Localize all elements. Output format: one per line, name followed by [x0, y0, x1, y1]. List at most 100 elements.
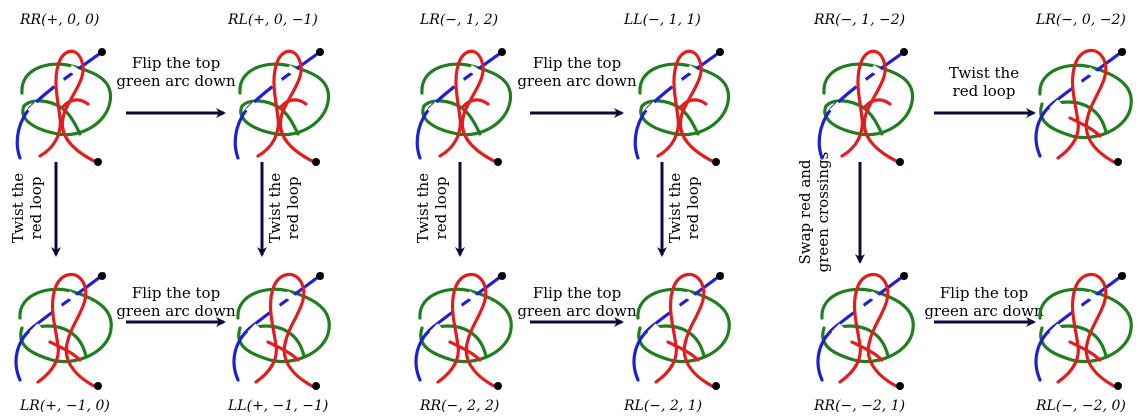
blue-strand: [232, 272, 324, 382]
diagram-label-ll-bottom-right: LL(+, −1, −1): [227, 398, 328, 414]
green-strand: [236, 287, 331, 364]
strand-endpoint: [498, 272, 506, 280]
red-strand: [840, 49, 900, 164]
crossing-gap: [870, 64, 884, 78]
red-strand: [436, 272, 496, 388]
blue-strand: [1034, 48, 1126, 158]
crossing-gap: [1086, 290, 1100, 304]
caption-twist-line2: red loop: [284, 177, 302, 240]
green-strand: [18, 287, 113, 364]
caption-flip-line1: Flip the top: [533, 54, 621, 72]
caption-twist-line2: red loop: [27, 177, 45, 240]
knot-diagram: [414, 272, 513, 390]
green-strand: [1038, 63, 1133, 140]
caption-flip-line1: Flip the top: [132, 54, 220, 72]
red-strand: [1056, 272, 1116, 388]
knot-diagram: [415, 48, 513, 166]
strand-endpoint: [1114, 382, 1122, 390]
strand-endpoint: [1118, 48, 1126, 56]
red-strand: [656, 49, 716, 164]
knot-diagram: [1034, 48, 1133, 166]
crossing-gap: [868, 290, 882, 304]
strand-endpoint: [716, 48, 724, 56]
caption-twist-line1: Twist the: [414, 173, 432, 243]
red-strand: [678, 98, 708, 110]
strand-endpoint: [98, 272, 106, 280]
caption-swap-line2: green crossings: [814, 152, 832, 273]
crossing-gap: [468, 64, 482, 78]
green-strand: [20, 62, 113, 137]
blue-strand: [414, 272, 506, 382]
caption-twist-line2: red loop: [432, 177, 450, 240]
blue-strand: [1034, 272, 1126, 382]
strand-endpoint: [494, 158, 502, 166]
red-strand: [254, 272, 314, 388]
diagram-label-rr-top-left: RR(+, 0, 0): [19, 12, 99, 28]
strand-endpoint: [94, 158, 102, 166]
red-strand: [654, 272, 714, 388]
red-strand: [48, 340, 82, 362]
crossing-gap: [286, 64, 300, 78]
crossing-gap: [284, 290, 298, 304]
strand-endpoint: [98, 48, 106, 56]
caption-twist-line1: Twist the: [9, 173, 27, 243]
diagram-label-ll-top-right: LL(−, 1, 1): [623, 12, 701, 28]
diagram-label-lr-bottom-left: LR(+, −1, 0): [19, 398, 110, 414]
strand-endpoint: [316, 48, 324, 56]
diagram-label-rl-bottom-right: RL(−, 2, 1): [623, 398, 702, 414]
strand-endpoint: [1118, 272, 1126, 280]
crossing-gap: [684, 290, 698, 304]
crossing-gap: [466, 290, 480, 304]
red-strand: [256, 49, 316, 164]
knot-diagram: [14, 272, 113, 390]
caption-flip-line1: Flip the top: [940, 284, 1028, 302]
strand-endpoint: [896, 382, 904, 390]
caption-twist-line1: Twist the: [949, 64, 1019, 82]
red-strand: [666, 340, 700, 362]
caption-twist-line2: red loop: [684, 177, 702, 240]
crossing-gap: [1049, 99, 1063, 113]
red-strand: [1068, 340, 1102, 362]
caption-twist-line2: red loop: [953, 82, 1016, 100]
strand-endpoint: [1114, 158, 1122, 166]
knot-diagram: [817, 48, 915, 166]
red-strand: [1056, 48, 1116, 164]
caption-flip-line2: green arc down: [924, 302, 1044, 320]
red-strand: [38, 49, 98, 164]
green-strand: [820, 287, 915, 364]
red-strand: [1068, 116, 1102, 138]
knot-diagram: [233, 48, 331, 166]
strand-endpoint: [312, 158, 320, 166]
red-strand: [278, 98, 308, 110]
crossing-gap: [686, 64, 700, 78]
green-strand: [1038, 287, 1133, 364]
crossing-gap: [647, 323, 661, 337]
caption-twist-line1: Twist the: [266, 173, 284, 243]
diagram-label-rl-bottom-right: RL(−, −2, 0): [1035, 398, 1126, 414]
red-strand: [448, 340, 482, 362]
caption-swap-line1: Swap red and: [796, 159, 814, 264]
strand-endpoint: [900, 48, 908, 56]
blue-strand: [14, 272, 106, 382]
red-strand: [36, 272, 96, 388]
strand-endpoint: [716, 272, 724, 280]
green-strand: [822, 62, 915, 137]
crossing-gap: [1049, 323, 1063, 337]
red-strand: [266, 340, 300, 362]
knot-diagram: [632, 272, 731, 390]
crossing-gap: [29, 323, 43, 337]
crossing-gap: [1086, 66, 1100, 80]
crossing-gap: [829, 101, 843, 115]
strand-endpoint: [498, 48, 506, 56]
crossing-gap: [27, 101, 41, 115]
caption-flip-line1: Flip the top: [533, 284, 621, 302]
caption-flip-line2: green arc down: [517, 72, 637, 90]
green-strand: [238, 62, 331, 137]
strand-endpoint: [312, 382, 320, 390]
blue-strand: [632, 272, 724, 382]
caption-flip-line2: green arc down: [116, 302, 236, 320]
crossing-gap: [247, 323, 261, 337]
red-strand: [862, 98, 892, 110]
diagram-label-rr-bottom-left: RR(−, 2, 2): [419, 398, 499, 414]
